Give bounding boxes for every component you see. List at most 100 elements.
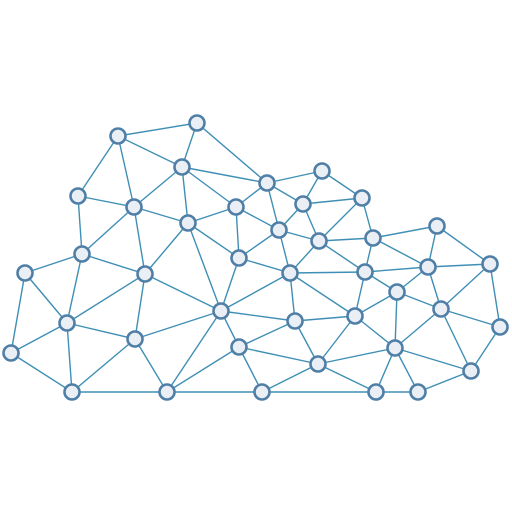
graph-edge	[372, 225, 438, 239]
graph-edge	[440, 308, 472, 372]
graph-edge	[81, 206, 135, 255]
graph-edge	[417, 370, 472, 393]
graph-edge	[440, 263, 491, 310]
graph-edge	[134, 310, 222, 340]
graph-edge	[77, 195, 135, 208]
graph-edge	[317, 347, 396, 365]
graph-node	[125, 198, 143, 216]
graph-node	[356, 263, 374, 281]
graph-edge	[133, 166, 183, 208]
graph-edge	[71, 338, 136, 393]
graph-node	[386, 339, 404, 357]
graph-edge	[66, 322, 136, 340]
graph-edge	[394, 291, 398, 349]
graph-edge	[289, 272, 356, 317]
graph-edge	[318, 197, 363, 242]
graph-edge	[117, 122, 198, 137]
graph-edge	[394, 347, 472, 372]
graph-edge	[133, 206, 146, 275]
graph-node	[270, 221, 288, 239]
graph-node	[353, 189, 371, 207]
graph-edge	[77, 135, 119, 197]
graph-node	[294, 195, 312, 213]
graph-node	[179, 214, 197, 232]
graph-node	[253, 383, 271, 401]
graph-edge	[66, 322, 73, 393]
graph-edge	[238, 346, 319, 365]
graph-node	[230, 338, 248, 356]
graph-edge	[220, 272, 291, 312]
graph-edge	[144, 273, 222, 312]
graph-node	[428, 217, 446, 235]
graph-node	[126, 330, 144, 348]
graph-edge	[66, 253, 83, 324]
graph-edge	[166, 346, 240, 393]
graph-edge	[144, 222, 189, 275]
graph-node	[286, 312, 304, 330]
graph-node	[491, 318, 509, 336]
graph-edge	[66, 273, 146, 324]
graph-node	[367, 383, 385, 401]
graph-node	[346, 307, 364, 325]
graph-edge	[294, 315, 356, 322]
graph-edge	[187, 222, 222, 312]
graph-node	[227, 198, 245, 216]
graph-edge	[317, 363, 377, 393]
graph-edge	[81, 253, 146, 275]
graph-edge	[117, 135, 135, 208]
graph-edge	[181, 166, 189, 224]
graph-node	[258, 174, 276, 192]
graph-edge	[24, 253, 83, 274]
graph-edge	[394, 308, 442, 349]
graph-edge	[133, 206, 189, 224]
graph-edge	[181, 166, 268, 184]
graph-edge	[187, 222, 240, 259]
graph-edge	[318, 237, 374, 242]
graph-node	[69, 187, 87, 205]
graph-node	[388, 283, 406, 301]
graph-node	[16, 264, 34, 282]
graph-node	[158, 383, 176, 401]
graph-edge	[317, 315, 356, 365]
graph-node	[481, 255, 499, 273]
graph-node	[212, 302, 230, 320]
graph-node	[136, 265, 154, 283]
graph-node	[409, 383, 427, 401]
graph-edge	[220, 310, 296, 322]
graph-edge	[261, 363, 319, 393]
graph-edge	[117, 135, 183, 168]
graph-edge	[196, 122, 268, 184]
graph-node	[462, 362, 480, 380]
graph-edge	[364, 266, 429, 273]
graph-edge	[489, 263, 501, 328]
graph-edge	[10, 352, 73, 393]
graph-edge	[220, 257, 240, 312]
graph-edge	[427, 263, 491, 268]
graph-node	[309, 355, 327, 373]
graph-node	[109, 127, 127, 145]
graph-node	[58, 314, 76, 332]
graph-node	[313, 162, 331, 180]
graph-edge	[266, 170, 323, 184]
graph-edge	[372, 237, 429, 268]
graph-node	[281, 264, 299, 282]
graph-node	[310, 232, 328, 250]
graph-edge	[181, 166, 237, 208]
graph-edge	[10, 272, 26, 354]
graph-node	[419, 258, 437, 276]
graph-edge	[10, 322, 68, 354]
graph-edge	[440, 308, 501, 328]
graph-edge	[289, 271, 366, 274]
graph-node	[364, 229, 382, 247]
graph-edge	[302, 197, 363, 205]
graph-edge	[318, 240, 366, 273]
graph-edge	[77, 195, 83, 255]
graph-edge	[238, 320, 296, 348]
graph-node	[173, 158, 191, 176]
graph-edge	[134, 273, 146, 340]
graph-node	[188, 114, 206, 132]
graph-node	[63, 383, 81, 401]
graph-edge	[166, 310, 222, 393]
graph-edge	[436, 225, 491, 265]
